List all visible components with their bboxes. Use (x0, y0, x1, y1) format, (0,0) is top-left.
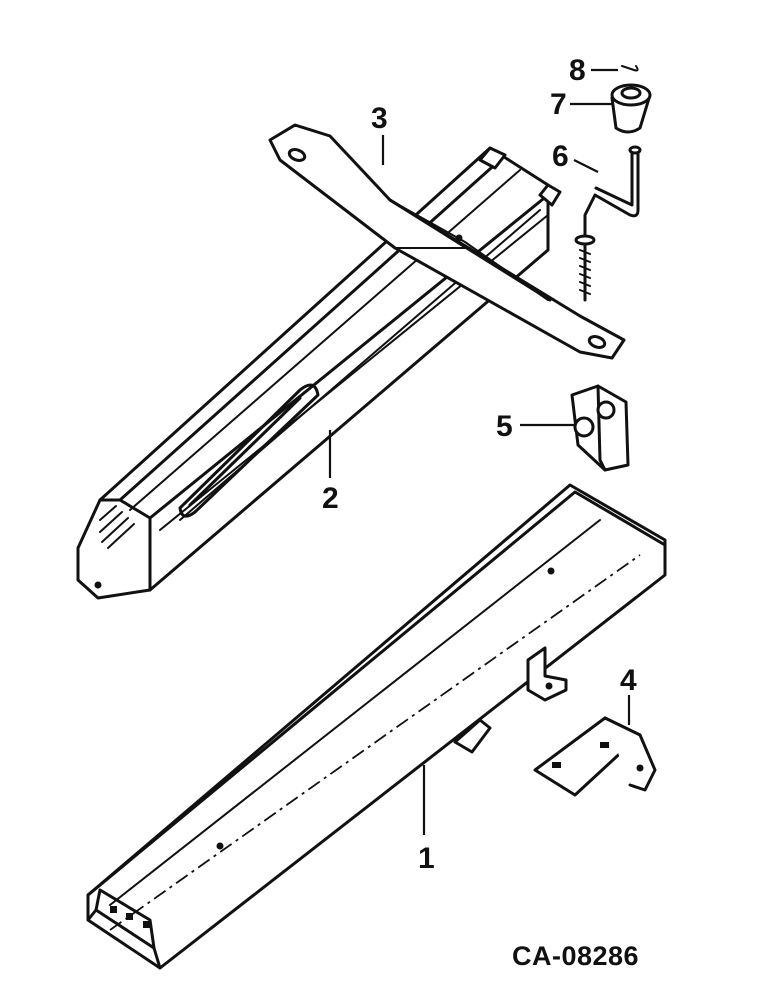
part-1-base-channel (86, 483, 667, 970)
leader-6 (573, 159, 599, 173)
part-8-pin (621, 65, 639, 72)
callout-8: 8 (569, 54, 586, 87)
part-6-crank-handle (574, 145, 642, 302)
part-7-knob (610, 83, 652, 134)
part-4-angle-bracket (533, 716, 657, 797)
part-5-clip (570, 384, 630, 472)
callout-2: 2 (322, 482, 339, 515)
callout-6: 6 (552, 140, 569, 173)
callout-3: 3 (371, 102, 388, 135)
callout-4: 4 (620, 664, 637, 697)
drawing-code: CA-08286 (512, 941, 639, 971)
part-3-plate (268, 123, 626, 360)
callout-5: 5 (496, 410, 513, 443)
leader-lines (328, 68, 631, 835)
callout-7: 7 (550, 88, 567, 121)
callout-1: 1 (418, 842, 435, 875)
part-2-slide-member (76, 146, 562, 600)
